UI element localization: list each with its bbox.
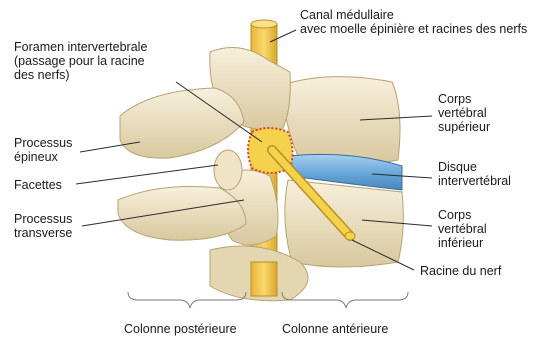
facet-joint bbox=[214, 150, 242, 190]
label-processus-transverse: Processus transverse bbox=[14, 212, 72, 240]
label-corps-vertebral-inferieur: Corps vertébral inférieur bbox=[438, 208, 487, 250]
label-colonne-anterieure: Colonne antérieure bbox=[282, 322, 388, 336]
nerve-root-end bbox=[345, 232, 355, 240]
label-corps-vertebral-superieur: Corps vertébral supérieur bbox=[438, 92, 490, 134]
upper-vertebral-body bbox=[282, 77, 400, 164]
spinal-cord-lower bbox=[251, 262, 277, 296]
label-disque-intervertebral: Disque intervertébral bbox=[438, 160, 511, 188]
label-processus-epineux: Processus épineux bbox=[14, 136, 72, 164]
label-colonne-posterieure: Colonne postérieure bbox=[124, 322, 237, 336]
label-foramen-intervertebrale: Foramen intervertebrale (passage pour la… bbox=[14, 40, 147, 82]
spinal-cord-top bbox=[251, 20, 277, 28]
upper-spinous-process bbox=[120, 88, 244, 158]
label-facettes: Facettes bbox=[14, 178, 62, 192]
label-canal-medullaire: Canal médullaire avec moelle épinière et… bbox=[300, 8, 527, 36]
lower-process bbox=[118, 187, 246, 241]
label-racine-du-nerf: Racine du nerf bbox=[420, 264, 501, 278]
brace-anterior bbox=[282, 292, 408, 308]
leader-facettes bbox=[76, 165, 218, 184]
